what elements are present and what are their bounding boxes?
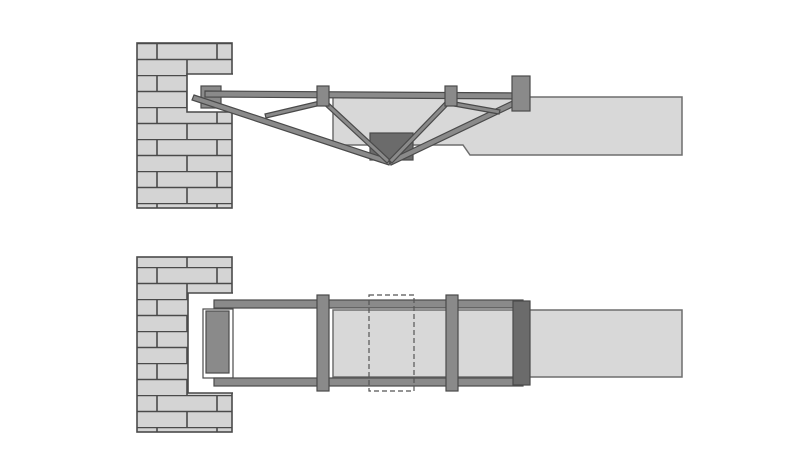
saddle-outline <box>368 294 415 392</box>
top-chord <box>204 90 526 100</box>
lower-chord-left <box>191 94 392 166</box>
bearing-block-plan <box>205 310 230 374</box>
beam-plan <box>332 309 683 378</box>
elevation-view <box>136 42 683 209</box>
clamp-right-plan <box>445 294 459 392</box>
plan-view <box>136 256 683 433</box>
clamp-left-plan <box>316 294 330 392</box>
brick-wall <box>136 42 233 209</box>
brace-left <box>264 100 322 119</box>
end-block <box>511 75 531 112</box>
end-plate-plan <box>512 300 531 386</box>
clamp-left <box>316 85 330 107</box>
clamp-right <box>444 85 458 107</box>
